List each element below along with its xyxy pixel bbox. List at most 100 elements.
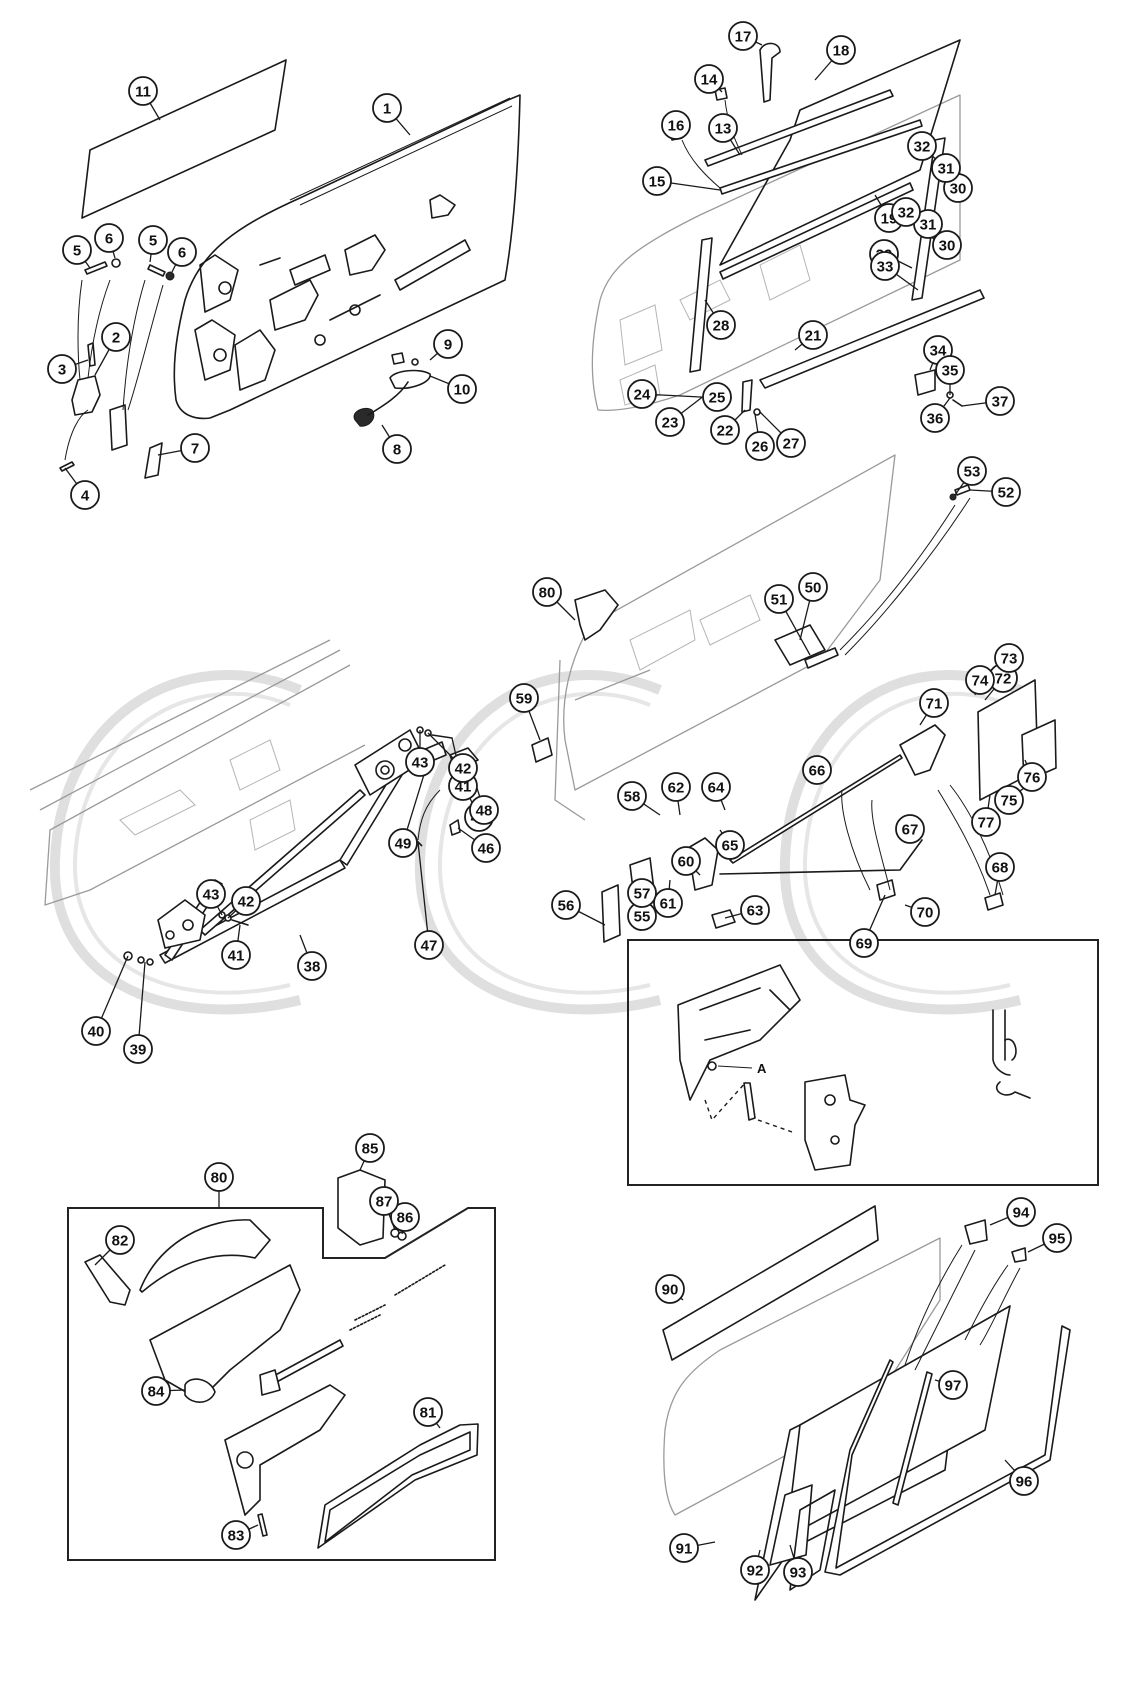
callout-60[interactable]: 60 [671, 846, 701, 876]
callout-10[interactable]: 10 [447, 374, 477, 404]
callout-66[interactable]: 66 [802, 755, 832, 785]
callout-80[interactable]: 80 [204, 1162, 234, 1192]
callout-5[interactable]: 5 [62, 235, 92, 265]
callout-52[interactable]: 52 [991, 477, 1021, 507]
callout-97[interactable]: 97 [938, 1370, 968, 1400]
callout-14[interactable]: 14 [694, 64, 724, 94]
callout-42[interactable]: 42 [231, 886, 261, 916]
callout-3[interactable]: 3 [47, 354, 77, 384]
callout-28[interactable]: 28 [706, 310, 736, 340]
callout-9[interactable]: 9 [433, 329, 463, 359]
callout-circle [101, 322, 131, 352]
callout-number: 48 [476, 803, 493, 820]
callout-27[interactable]: 27 [776, 428, 806, 458]
callout-95[interactable]: 95 [1042, 1223, 1072, 1253]
callout-85[interactable]: 85 [355, 1133, 385, 1163]
callout-1[interactable]: 1 [372, 93, 402, 123]
callout-84[interactable]: 84 [141, 1376, 171, 1406]
callout-38[interactable]: 38 [297, 951, 327, 981]
callout-6[interactable]: 6 [94, 223, 124, 253]
callout-8[interactable]: 8 [382, 434, 412, 464]
callout-39[interactable]: 39 [123, 1034, 153, 1064]
callout-6[interactable]: 6 [167, 237, 197, 267]
callout-circle [935, 355, 965, 385]
callout-63[interactable]: 63 [740, 895, 770, 925]
callout-92[interactable]: 92 [740, 1555, 770, 1585]
callout-47[interactable]: 47 [414, 930, 444, 960]
callout-circle [128, 76, 158, 106]
part-6-washer-b [165, 271, 175, 281]
callout-18[interactable]: 18 [826, 35, 856, 65]
callout-68[interactable]: 68 [985, 852, 1015, 882]
callout-46[interactable]: 46 [471, 833, 501, 863]
callout-59[interactable]: 59 [509, 683, 539, 713]
callout-40[interactable]: 40 [81, 1016, 111, 1046]
callout-43[interactable]: 43 [405, 747, 435, 777]
callout-7[interactable]: 7 [180, 433, 210, 463]
callout-26[interactable]: 26 [745, 431, 775, 461]
callout-circle [81, 1016, 111, 1046]
callout-81[interactable]: 81 [413, 1397, 443, 1427]
callout-80[interactable]: 80 [532, 577, 562, 607]
callout-48[interactable]: 48 [469, 795, 499, 825]
callout-75[interactable]: 75 [994, 785, 1024, 815]
callout-13[interactable]: 13 [708, 113, 738, 143]
callout-number: 39 [130, 1042, 147, 1059]
callout-33[interactable]: 33 [870, 251, 900, 281]
callout-86[interactable]: 86 [390, 1202, 420, 1232]
callout-36[interactable]: 36 [920, 403, 950, 433]
callout-77[interactable]: 77 [971, 807, 1001, 837]
callout-24[interactable]: 24 [627, 379, 657, 409]
callout-2[interactable]: 2 [101, 322, 131, 352]
callout-62[interactable]: 62 [661, 772, 691, 802]
callout-83[interactable]: 83 [221, 1520, 251, 1550]
callout-17[interactable]: 17 [728, 21, 758, 51]
callout-71[interactable]: 71 [919, 688, 949, 718]
callout-31[interactable]: 31 [931, 153, 961, 183]
callout-number: 95 [1049, 1231, 1066, 1248]
callout-53[interactable]: 53 [957, 456, 987, 486]
callout-58[interactable]: 58 [617, 781, 647, 811]
callout-64[interactable]: 64 [701, 772, 731, 802]
callout-56[interactable]: 56 [551, 890, 581, 920]
callout-50[interactable]: 50 [798, 572, 828, 602]
callout-76[interactable]: 76 [1017, 762, 1047, 792]
part-13-outer-channel [704, 89, 894, 167]
callout-94[interactable]: 94 [1006, 1197, 1036, 1227]
callout-11[interactable]: 11 [128, 76, 158, 106]
callout-35[interactable]: 35 [935, 355, 965, 385]
part-22-stud [741, 379, 753, 413]
callout-51[interactable]: 51 [764, 584, 794, 614]
callout-41[interactable]: 41 [221, 940, 251, 970]
callout-69[interactable]: 69 [849, 928, 879, 958]
callout-32[interactable]: 32 [907, 131, 937, 161]
callout-23[interactable]: 23 [655, 407, 685, 437]
callout-16[interactable]: 16 [661, 110, 691, 140]
callout-70[interactable]: 70 [910, 897, 940, 927]
callout-93[interactable]: 93 [783, 1557, 813, 1587]
callout-49[interactable]: 49 [388, 828, 418, 858]
callout-15[interactable]: 15 [642, 166, 672, 196]
callout-57[interactable]: 57 [627, 878, 657, 908]
callout-96[interactable]: 96 [1009, 1466, 1039, 1496]
callout-22[interactable]: 22 [710, 415, 740, 445]
callout-37[interactable]: 37 [985, 386, 1015, 416]
callout-43[interactable]: 43 [196, 879, 226, 909]
callout-67[interactable]: 67 [895, 814, 925, 844]
callout-82[interactable]: 82 [105, 1225, 135, 1255]
callout-74[interactable]: 74 [965, 665, 995, 695]
callout-21[interactable]: 21 [798, 320, 828, 350]
callout-30[interactable]: 30 [932, 230, 962, 260]
callout-4[interactable]: 4 [70, 480, 100, 510]
callout-5[interactable]: 5 [138, 225, 168, 255]
callout-32[interactable]: 32 [891, 197, 921, 227]
callout-87[interactable]: 87 [369, 1186, 399, 1216]
callout-91[interactable]: 91 [669, 1533, 699, 1563]
callout-73[interactable]: 73 [994, 643, 1024, 673]
callout-42[interactable]: 42 [448, 753, 478, 783]
callout-90[interactable]: 90 [655, 1274, 685, 1304]
callout-55[interactable]: 55 [627, 901, 657, 931]
callout-65[interactable]: 65 [715, 830, 745, 860]
callout-25[interactable]: 25 [702, 382, 732, 412]
callout-61[interactable]: 61 [653, 888, 683, 918]
